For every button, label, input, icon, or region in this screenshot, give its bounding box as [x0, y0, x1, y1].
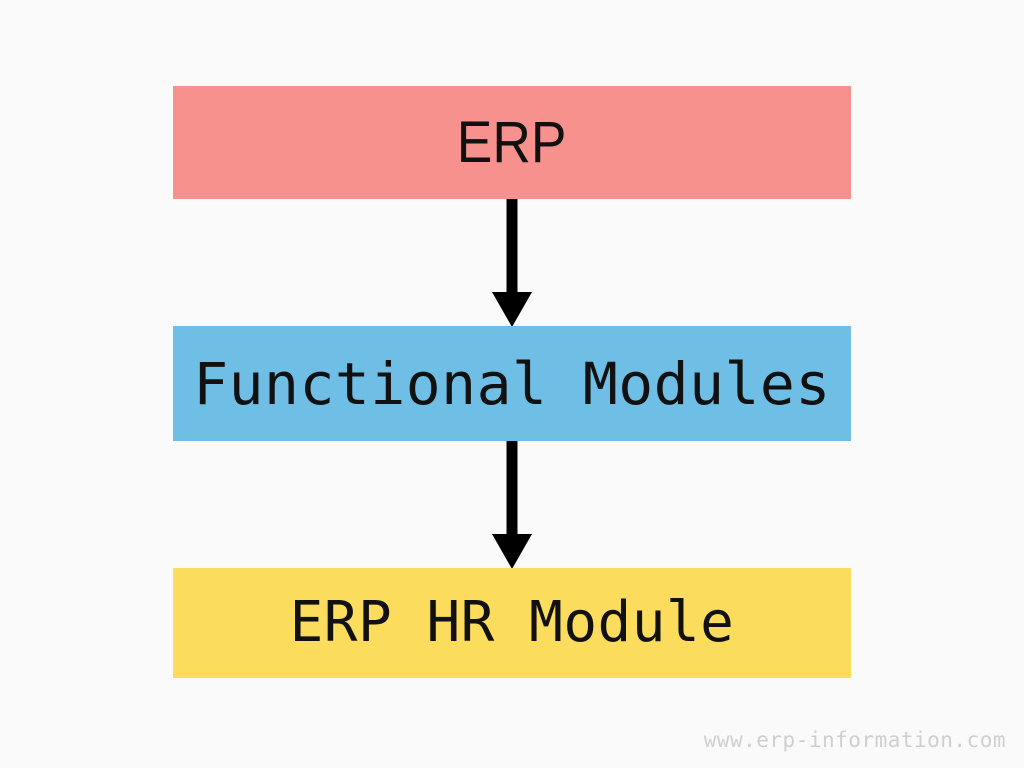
down-arrow-icon-erp-to-modules	[487, 199, 537, 327]
down-arrow-icon-modules-to-hr	[487, 441, 537, 569]
flow-node-erp-hr-module-label: ERP HR Module	[289, 590, 735, 655]
flow-node-functional-modules-label: Functional Modules	[193, 349, 831, 418]
down-arrow-icon	[492, 441, 532, 569]
down-arrow-icon	[492, 199, 532, 327]
flow-node-erp-label: ERP	[457, 109, 567, 175]
flow-node-erp: ERP	[173, 86, 851, 199]
flow-node-functional-modules: Functional Modules	[173, 326, 851, 441]
watermark-url: www.erp-information.com	[703, 728, 1006, 752]
flow-node-erp-hr-module: ERP HR Module	[173, 568, 851, 678]
